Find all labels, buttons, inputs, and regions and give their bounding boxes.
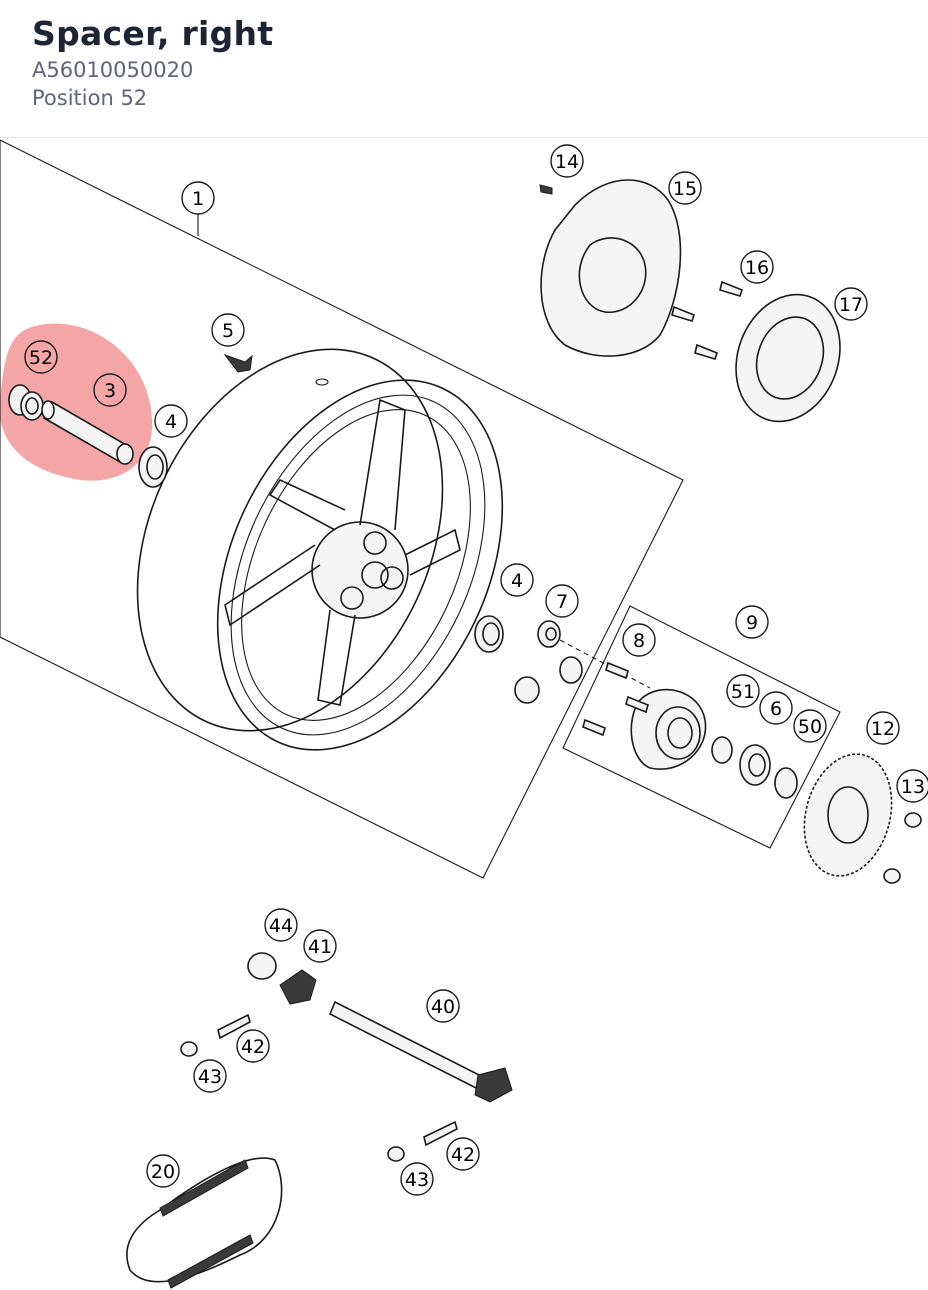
distance-tube-part-3[interactable] <box>41 400 134 465</box>
callout-number: 41 <box>308 936 332 958</box>
callout-number: 8 <box>633 630 645 652</box>
callout-40[interactable]: 40 <box>426 989 460 1023</box>
part-position: Position 52 <box>32 86 148 110</box>
callout-number: 1 <box>192 188 204 210</box>
callout-number: 3 <box>104 380 116 402</box>
callout-number: 7 <box>556 591 568 613</box>
sprocket-carrier-part-9[interactable] <box>630 688 707 770</box>
callout-12[interactable]: 12 <box>866 711 900 745</box>
callout-number: 40 <box>431 996 455 1018</box>
chain-part-20[interactable] <box>126 1157 283 1289</box>
callout-number: 5 <box>222 320 234 342</box>
callout-number: 43 <box>198 1066 222 1088</box>
callout-number: 15 <box>673 178 697 200</box>
callout-15[interactable]: 15 <box>668 171 702 205</box>
callout-number: 50 <box>798 716 822 738</box>
callout-number: 42 <box>241 1036 265 1058</box>
callout-number: 4 <box>511 570 523 592</box>
callout-9[interactable]: 9 <box>735 605 769 639</box>
callout-42[interactable]: 42 <box>446 1137 480 1171</box>
callout-labels: 1344567891213141516172040414242434344505… <box>24 144 928 1196</box>
part-title: Spacer, right <box>32 14 274 53</box>
brake-disc-part-15[interactable] <box>539 179 682 357</box>
wheel-axle-part-40[interactable] <box>328 1000 513 1103</box>
callout-number: 12 <box>871 718 895 740</box>
part-header: Spacer, right A56010050020 Position 52 <box>0 0 928 138</box>
sprocket-part-12[interactable] <box>791 744 904 886</box>
chain-adjuster-part-41[interactable] <box>279 969 317 1005</box>
valve-part-5[interactable] <box>223 353 253 373</box>
callout-4[interactable]: 4 <box>500 563 534 597</box>
callout-5[interactable]: 5 <box>211 313 245 347</box>
rear-wheel[interactable] <box>79 300 559 796</box>
disc-guard-part-17[interactable] <box>719 280 857 436</box>
callout-43[interactable]: 43 <box>193 1059 227 1093</box>
bearing-part-4-left[interactable] <box>138 446 168 488</box>
callout-number: 13 <box>901 776 925 798</box>
bolts-part-42[interactable] <box>217 1013 458 1147</box>
callout-number: 16 <box>745 257 769 279</box>
callout-number: 51 <box>731 681 755 703</box>
callout-20[interactable]: 20 <box>146 1154 180 1188</box>
callout-51[interactable]: 51 <box>726 674 760 708</box>
callout-17[interactable]: 17 <box>834 287 868 321</box>
studs-part-8[interactable] <box>582 661 649 737</box>
seal-part-7[interactable] <box>514 620 583 704</box>
callout-41[interactable]: 41 <box>303 929 337 963</box>
callout-number: 44 <box>269 915 293 937</box>
callout-number: 14 <box>555 151 579 173</box>
nuts-part-43[interactable] <box>180 1041 405 1162</box>
callout-number: 52 <box>29 347 53 369</box>
callout-number: 9 <box>746 612 758 634</box>
wheel-group-frame <box>0 139 684 879</box>
callout-number: 42 <box>451 1144 475 1166</box>
spacer-right-part-52[interactable] <box>8 384 44 421</box>
bolts-part-16[interactable] <box>671 280 743 360</box>
callout-14[interactable]: 14 <box>550 144 584 178</box>
callout-number: 43 <box>405 1169 429 1191</box>
callout-50[interactable]: 50 <box>793 709 827 743</box>
callout-4[interactable]: 4 <box>154 404 188 438</box>
callout-7[interactable]: 7 <box>545 584 579 618</box>
callout-43[interactable]: 43 <box>400 1162 434 1196</box>
nuts-part-13[interactable] <box>883 812 922 884</box>
callout-13[interactable]: 13 <box>896 769 928 803</box>
callout-3[interactable]: 3 <box>93 373 127 407</box>
callout-44[interactable]: 44 <box>264 908 298 942</box>
callout-number: 4 <box>165 411 177 433</box>
callout-42[interactable]: 42 <box>236 1029 270 1063</box>
carrier-bearing-parts[interactable] <box>711 736 798 799</box>
callout-6[interactable]: 6 <box>759 691 793 725</box>
callout-52[interactable]: 52 <box>24 340 58 374</box>
callout-number: 17 <box>839 294 863 316</box>
sprocket-carrier-frame <box>562 605 841 849</box>
callout-number: 20 <box>151 1161 175 1183</box>
bearing-part-4-right[interactable] <box>474 615 504 653</box>
callout-16[interactable]: 16 <box>740 250 774 284</box>
callout-1[interactable]: 1 <box>181 181 215 215</box>
part-number: A56010050020 <box>32 58 194 82</box>
callout-8[interactable]: 8 <box>622 623 656 657</box>
callout-number: 6 <box>770 698 782 720</box>
nut-part-44[interactable] <box>247 952 277 980</box>
exploded-parts-diagram[interactable]: 1344567891213141516172040414242434344505… <box>0 138 928 1290</box>
